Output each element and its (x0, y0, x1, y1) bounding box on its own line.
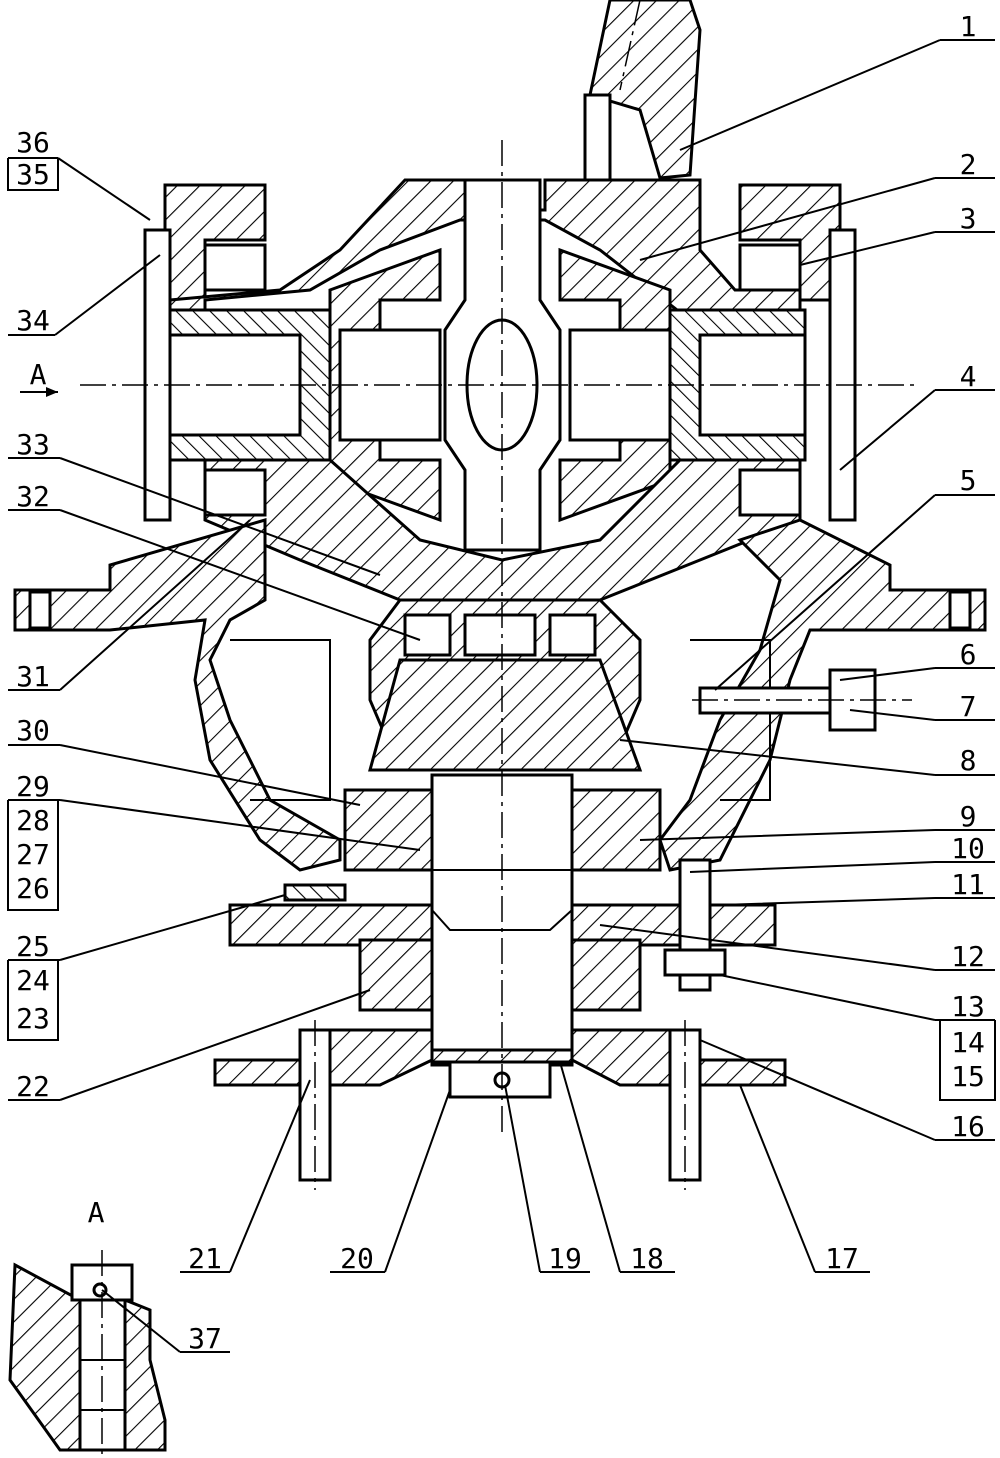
label-part-7: 7 (960, 690, 977, 723)
label-part-4: 4 (960, 360, 977, 393)
leader-lines (8, 39, 995, 1353)
label-part-35: 35 (16, 158, 50, 191)
label-part-12: 12 (951, 940, 985, 973)
detail-view-label: A (88, 1196, 105, 1229)
label-part-13: 13 (951, 990, 985, 1023)
label-part-10: 10 (951, 832, 985, 865)
part-labels: 1234567891011121314151636353433323130292… (16, 10, 985, 1355)
label-part-16: 16 (951, 1110, 985, 1143)
label-part-36: 36 (16, 126, 50, 159)
label-part-11: 11 (951, 868, 985, 901)
label-part-9: 9 (960, 800, 977, 833)
middle-casing (13, 518, 987, 872)
label-part-33: 33 (16, 428, 50, 461)
lower-housing (213, 140, 912, 1190)
label-part-6: 6 (960, 638, 977, 671)
label-part-26: 26 (16, 872, 50, 905)
label-part-37: 37 (188, 1322, 222, 1355)
label-part-19: 19 (548, 1242, 582, 1275)
label-part-30: 30 (16, 714, 50, 747)
label-part-15: 15 (951, 1060, 985, 1093)
label-part-5: 5 (960, 464, 977, 497)
label-part-20: 20 (340, 1242, 374, 1275)
label-boxes (7, 158, 996, 1101)
label-part-25: 25 (16, 930, 50, 963)
label-part-14: 14 (951, 1026, 985, 1059)
label-part-1: 1 (960, 10, 977, 43)
label-part-29: 29 (16, 770, 50, 803)
label-part-31: 31 (16, 660, 50, 693)
label-part-28: 28 (16, 804, 50, 837)
label-part-22: 22 (16, 1070, 50, 1103)
top-arm (583, 0, 702, 187)
label-part-21: 21 (188, 1242, 222, 1275)
label-part-32: 32 (16, 480, 50, 513)
label-part-8: 8 (960, 744, 977, 777)
label-part-24: 24 (16, 964, 50, 997)
label-part-18: 18 (630, 1242, 664, 1275)
label-part-23: 23 (16, 1002, 50, 1035)
detail-view-a (8, 1250, 167, 1455)
label-part-27: 27 (16, 838, 50, 871)
label-part-3: 3 (960, 202, 977, 235)
label-part-17: 17 (825, 1242, 859, 1275)
label-part-2: 2 (960, 148, 977, 181)
label-part-34: 34 (16, 304, 50, 337)
view-arrow-label: A (30, 358, 47, 391)
